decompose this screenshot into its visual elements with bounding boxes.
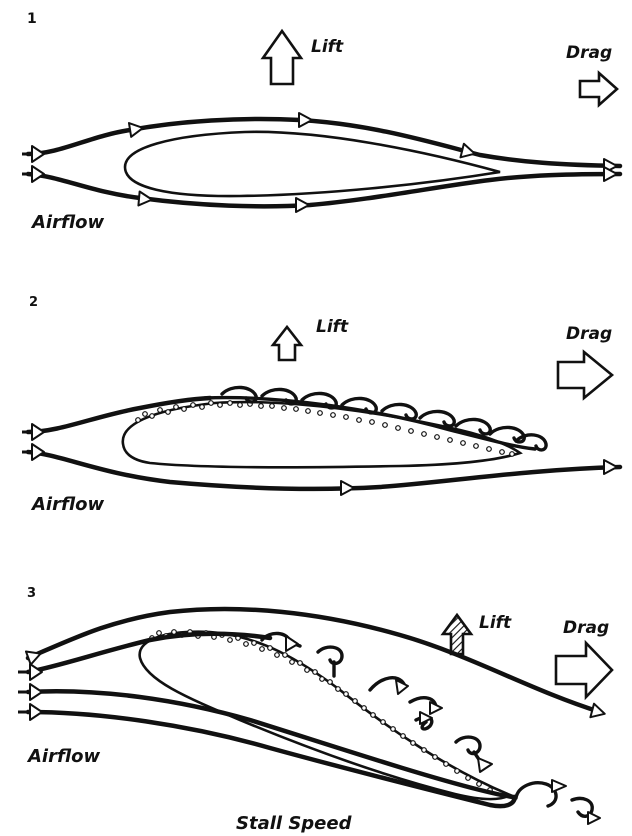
airflow-label: Airflow — [26, 746, 101, 767]
panel-2: 2 Lift Drag — [22, 295, 620, 515]
drag-arrow-icon — [556, 643, 612, 697]
panel-1: 1 Lift Drag Airflow — [22, 11, 620, 233]
airflow-label: Airflow — [30, 494, 105, 515]
drag-label: Drag — [563, 618, 609, 638]
stall-speed-caption: Stall Speed — [236, 813, 353, 834]
drag-label: Drag — [566, 43, 612, 63]
lift-label: Lift — [316, 317, 349, 337]
drag-label: Drag — [566, 324, 612, 344]
panel-number: 1 — [27, 11, 37, 27]
lift-arrow-icon — [443, 615, 471, 654]
drag-arrow-icon — [580, 73, 617, 105]
panel-3: 3 Lift Drag — [18, 586, 612, 834]
airfoil — [140, 632, 510, 799]
panel-number: 3 — [27, 586, 36, 601]
lift-label: Lift — [479, 613, 512, 633]
airflow-label: Airflow — [30, 212, 105, 233]
panel-number: 2 — [29, 295, 38, 310]
lift-arrow-icon — [263, 31, 301, 84]
lift-arrow-icon — [273, 327, 301, 360]
lift-label: Lift — [311, 37, 344, 57]
drag-arrow-icon — [558, 352, 612, 398]
